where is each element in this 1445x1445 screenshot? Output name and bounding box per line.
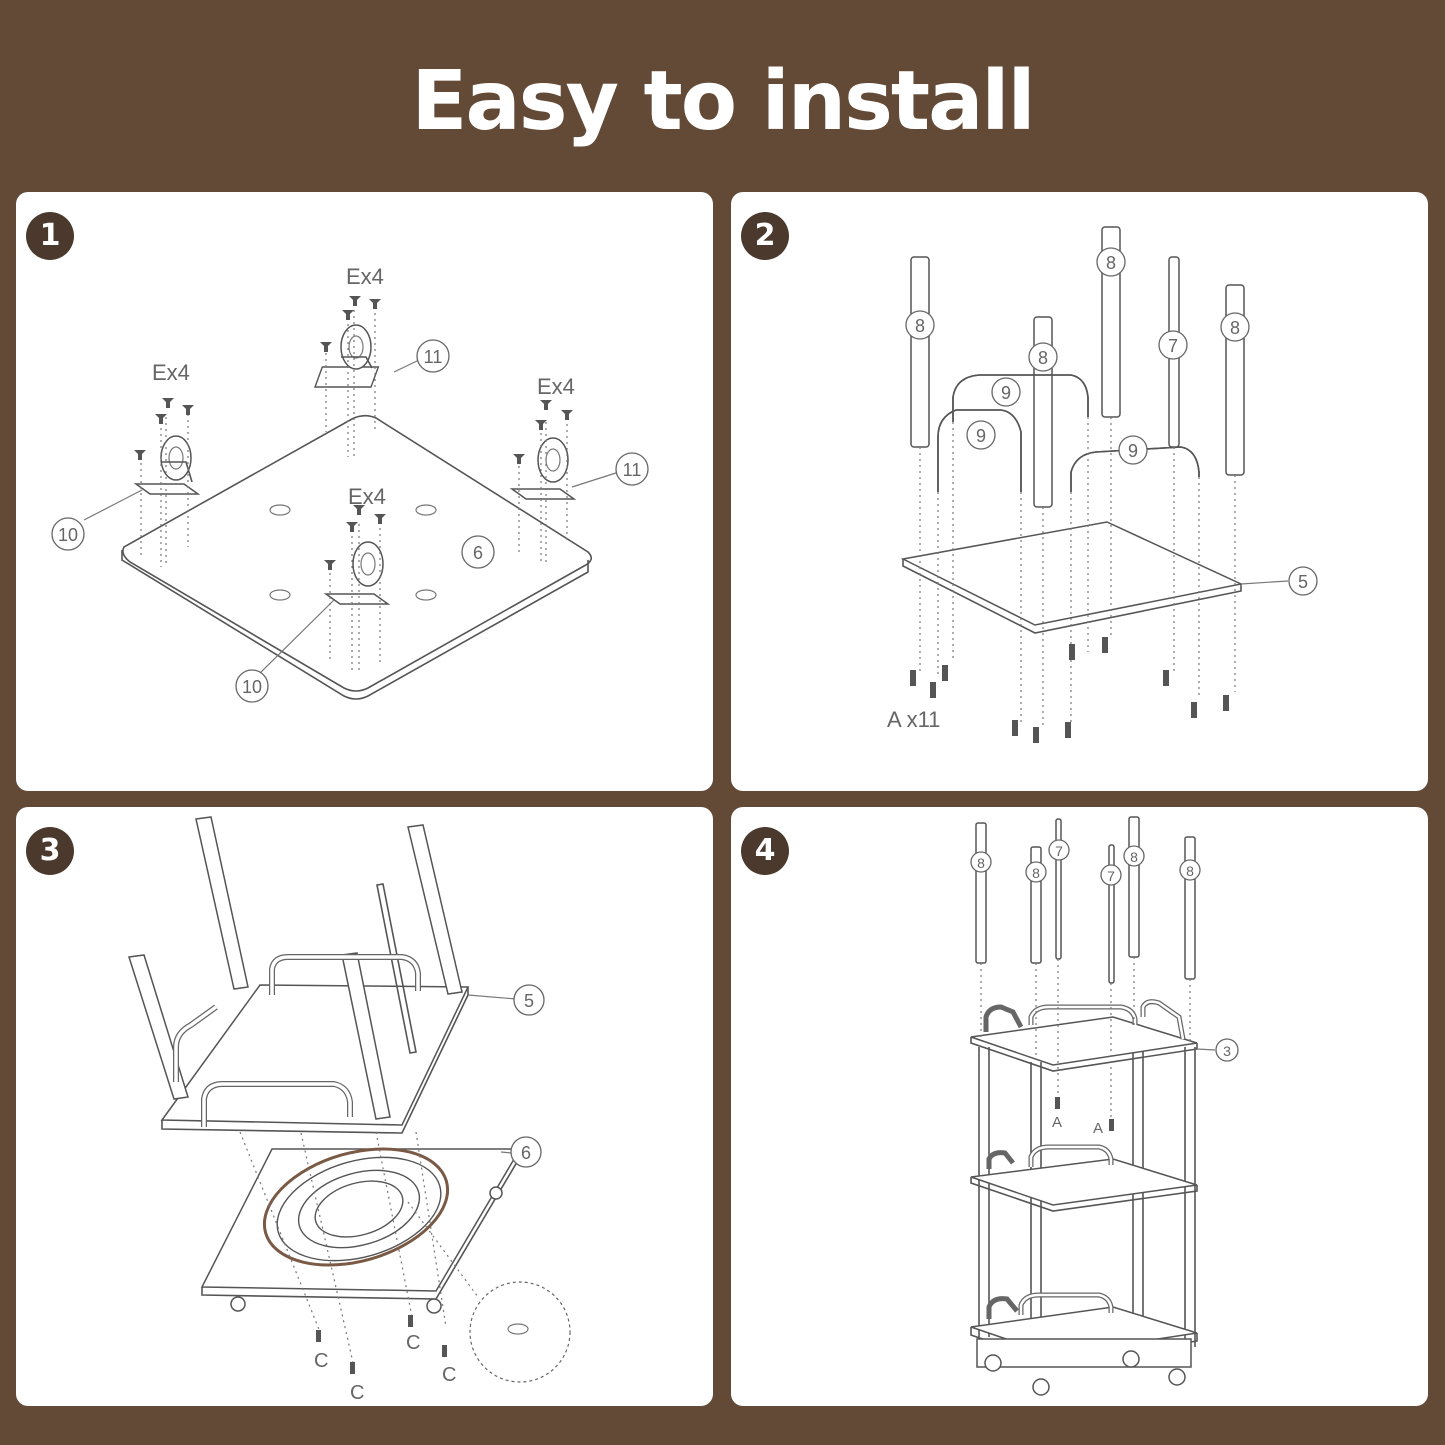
part-number-8-c: 8 (1130, 849, 1138, 865)
tubes (975, 816, 1196, 984)
step-3-badge: 3 (26, 827, 74, 875)
screw-qty-label-top: Ex4 (346, 264, 384, 289)
caster-left (133, 398, 201, 567)
step-3-illustration: 5 6 C C C C (128, 816, 571, 1404)
part-number-8-a: 8 (977, 855, 985, 871)
step-3-panel: 3 (16, 807, 713, 1406)
part-number-5: 5 (1298, 572, 1308, 592)
part-number-10-bottom: 10 (242, 677, 262, 697)
part-number-8-b: 8 (1038, 348, 1048, 368)
part-number-6: 6 (521, 1143, 531, 1163)
part-number-8-d: 8 (1186, 863, 1194, 879)
screw-qty-label-right: Ex4 (537, 374, 575, 399)
part-number-9-c: 9 (1128, 441, 1138, 461)
detail-magnifier (469, 1281, 571, 1383)
screw-label-a-2: A (1093, 1120, 1103, 1137)
part-number-8-a: 8 (915, 316, 925, 336)
part-number-11-top: 11 (424, 347, 443, 367)
part-number-8-d: 8 (1230, 318, 1240, 338)
step-2-panel: 2 (731, 192, 1428, 791)
part-number-10-left: 10 (58, 525, 78, 545)
screw-label-c-4: C (442, 1364, 456, 1386)
part-number-3: 3 (1223, 1043, 1231, 1059)
step-1-badge: 1 (26, 212, 74, 260)
page-title: Easy to install (411, 54, 1035, 149)
screw-label-c-1: C (314, 1350, 328, 1372)
part-number-7-a: 7 (1055, 843, 1063, 859)
part-number-9-b: 9 (976, 426, 986, 446)
step-4-panel: 4 (731, 807, 1428, 1406)
step-2-illustration: 8 8 8 8 7 9 9 9 5 A x11 (887, 226, 1318, 743)
part-number-5: 5 (524, 991, 534, 1011)
base-board-6 (121, 414, 592, 700)
screw-qty-label-bottom: Ex4 (348, 484, 386, 509)
tubes (910, 226, 1245, 508)
step-4-illustration: 8 8 7 7 8 8 3 A A (970, 816, 1239, 1396)
step-2-badge: 2 (741, 212, 789, 260)
handles (173, 954, 421, 1127)
base-with-turntable-6 (200, 1147, 522, 1314)
step-1-panel: 1 (16, 192, 713, 791)
part-number-6: 6 (473, 543, 483, 563)
part-number-8-b: 8 (1032, 865, 1040, 881)
screw-label-a-1: A (1052, 1114, 1062, 1131)
caster-top (314, 296, 381, 457)
part-number-11-right: 11 (623, 460, 642, 480)
step-4-badge: 4 (741, 827, 789, 875)
part-number-7-b: 7 (1107, 868, 1115, 884)
part-number-7: 7 (1168, 336, 1178, 356)
part-number-9-a: 9 (1001, 383, 1011, 403)
screw-qty-label: A x11 (887, 707, 940, 732)
caster-bottom (323, 505, 391, 670)
step-1-illustration: Ex4 Ex4 Ex4 Ex4 11 11 10 10 6 (51, 264, 649, 703)
part-number-8-c: 8 (1106, 253, 1116, 273)
shelf-5 (900, 521, 1244, 634)
screws-a (910, 637, 1229, 743)
inverted-shelf-5 (160, 984, 470, 1134)
screw-label-c-2: C (350, 1382, 364, 1404)
screw-label-c-3: C (406, 1332, 420, 1354)
assembled-cart (970, 999, 1198, 1396)
caster-right (509, 400, 577, 562)
screw-qty-label-left: Ex4 (152, 360, 190, 385)
